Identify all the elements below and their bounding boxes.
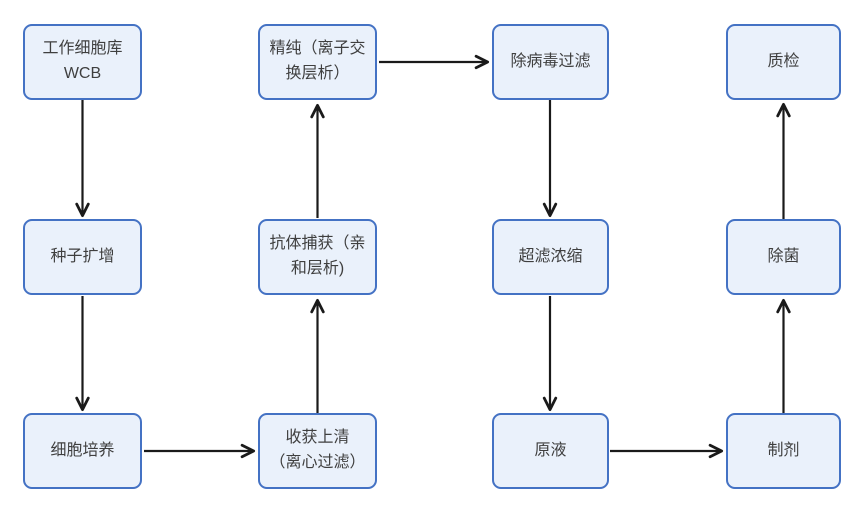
node-label: 原液 — [534, 441, 567, 459]
node-label: 精纯（离子交 换层析） — [269, 40, 366, 82]
node-label: 制剂 — [767, 441, 800, 459]
node-sterile-filtration: 除菌 — [726, 219, 841, 295]
node-label: 种子扩增 — [50, 247, 115, 265]
node-formulation: 制剂 — [726, 413, 841, 489]
node-label: 超滤浓缩 — [518, 247, 583, 265]
node-label: 收获上清 （离心过滤） — [269, 429, 366, 471]
node-seed-expansion: 种子扩增 — [23, 219, 142, 295]
node-antibody-capture-affinity: 抗体捕获（亲 和层析) — [258, 219, 377, 295]
node-cell-culture: 细胞培养 — [23, 413, 142, 489]
node-label: 质检 — [767, 52, 800, 70]
node-bulk-drug-substance: 原液 — [492, 413, 609, 489]
node-label: 除病毒过滤 — [510, 52, 591, 70]
node-polishing-ion-exchange: 精纯（离子交 换层析） — [258, 24, 377, 100]
node-quality-control: 质检 — [726, 24, 841, 100]
node-virus-removal-filtration: 除病毒过滤 — [492, 24, 609, 100]
node-label: 工作细胞库 WCB — [42, 40, 123, 82]
node-ultrafiltration-concentration: 超滤浓缩 — [492, 219, 609, 295]
node-label: 抗体捕获（亲 和层析) — [269, 235, 366, 277]
node-label: 除菌 — [767, 247, 800, 265]
node-working-cell-bank: 工作细胞库 WCB — [23, 24, 142, 100]
node-label: 细胞培养 — [50, 441, 115, 459]
node-harvest-supernatant: 收获上清 （离心过滤） — [258, 413, 377, 489]
